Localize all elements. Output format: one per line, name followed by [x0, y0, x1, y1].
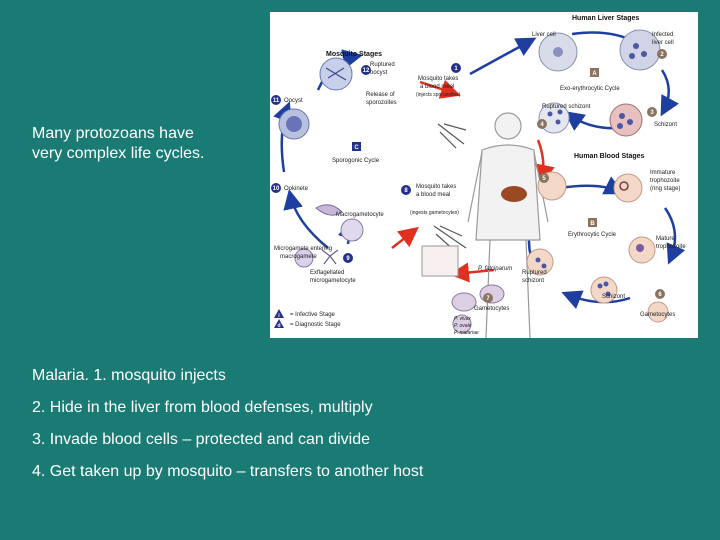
svg-text:1: 1	[454, 66, 458, 72]
liver-cell-drawing	[538, 32, 578, 72]
exo-cycle-label: Exo-erythrocytic Cycle	[560, 86, 620, 92]
macrogametocyte-label: Macrogametocyte	[336, 212, 384, 218]
svg-text:6: 6	[658, 292, 662, 298]
immature-trophozoite-label: (ring stage)	[650, 186, 680, 192]
svg-text:C: C	[354, 145, 359, 151]
marker-12: 12	[361, 65, 371, 75]
svg-text:3: 3	[650, 110, 654, 116]
infected-liver-cell-label: Infected	[652, 32, 673, 38]
svg-text:11: 11	[273, 98, 280, 104]
svg-text:5: 5	[542, 176, 546, 182]
liver-cell-label: Liver cell	[532, 32, 556, 38]
svg-text:4: 4	[540, 122, 544, 128]
marker-c: C	[352, 142, 361, 151]
legend-diagnostic-label: = Diagnostic Stage	[290, 322, 341, 328]
svg-text:7: 7	[486, 296, 490, 302]
human-figure	[467, 112, 549, 338]
intro-text: Many protozoans have very complex life c…	[32, 124, 262, 164]
ookinete-label: Ookinete	[284, 186, 309, 192]
blood-cell-drawings	[451, 171, 669, 334]
note-line: 4. Get taken up by mosquito – transfers …	[32, 463, 424, 480]
marker-11: 11	[271, 95, 281, 105]
marker-4: 4	[537, 119, 547, 129]
sporogonic-cycle-label: Sporogonic Cycle	[332, 158, 380, 164]
malaria-life-cycle-diagram: Human Liver Stages Mosquito Stages Human…	[270, 12, 698, 338]
marker-6: 6	[655, 289, 665, 299]
exflagellated-label: microgametocyte	[310, 278, 356, 284]
mosquito-icon	[437, 123, 467, 149]
marker-a: A	[590, 68, 599, 77]
marker-2: 2	[657, 49, 667, 59]
legend-infective-label: = Infective Stage	[290, 312, 336, 318]
mosquito-meal-label-2: a blood meal	[416, 192, 450, 198]
marker-1: 1	[451, 63, 461, 73]
legend-infective-marker: i	[274, 309, 284, 319]
liver-organ	[501, 186, 527, 202]
species-label: P. vivax	[454, 316, 471, 322]
erythrocytic-cycle-label: Erythrocytic Cycle	[568, 232, 617, 238]
mosquito-stages-title: Mosquito Stages	[326, 51, 382, 58]
note-line: Malaria. 1. mosquito injects	[32, 367, 226, 384]
gametocytes-label: Gametocytes	[640, 312, 675, 318]
note-line: 3. Invade blood cells – protected and ca…	[32, 431, 371, 448]
svg-text:2: 2	[660, 52, 664, 58]
mosquito-meal-label-2: (ingests gametocytes)	[410, 210, 459, 216]
svg-text:9: 9	[346, 256, 350, 262]
marker-b: B	[588, 218, 597, 227]
mosquito-meal-label: (injects sporozoites)	[416, 92, 461, 98]
mosquito-meal-label: Mosquito takes	[418, 76, 458, 82]
schizont-drawing	[609, 103, 643, 137]
svg-text:8: 8	[404, 188, 408, 194]
exflagellated-label: Exflagellated	[310, 270, 344, 276]
svg-text:A: A	[592, 71, 597, 77]
microgamete-label: macrogamete	[280, 254, 317, 260]
species-label: P. malariae	[454, 330, 479, 336]
marker-7: 7	[483, 293, 493, 303]
mosquito-meal-label-2: Mosquito takes	[416, 184, 456, 190]
svg-text:d: d	[277, 323, 280, 329]
release-sporozoites-label: sporozoites	[366, 100, 397, 106]
immature-trophozoite-label: Immature	[650, 170, 676, 176]
note-line: 2. Hide in the liver from blood defenses…	[32, 399, 373, 416]
svg-text:12: 12	[363, 68, 370, 74]
intro-line: very complex life cycles.	[32, 145, 205, 162]
schizont-label: Schizont	[654, 122, 677, 128]
mature-trophozoite-label: Mature	[656, 236, 675, 242]
ruptured-oocyst-label: Ruptured	[370, 62, 395, 68]
ruptured-schizont-label-2: schizont	[522, 278, 544, 284]
marker-8: 8	[401, 185, 411, 195]
infected-liver-cell-label: liver cell	[652, 40, 674, 46]
human-blood-stages-title: Human Blood Stages	[574, 153, 645, 160]
svg-text:i: i	[278, 313, 280, 319]
ruptured-schizont-label: Ruptured schizont	[542, 104, 591, 110]
ruptured-oocyst-label: oocyst	[370, 70, 388, 76]
notes-list: Malaria. 1. mosquito injects 2. Hide in …	[32, 366, 692, 494]
immature-trophozoite-label: trophozoite	[650, 178, 680, 184]
ruptured-schizont-label-2: Ruptured	[522, 270, 547, 276]
schizont-label-2: Schizont	[602, 294, 625, 300]
marker-3: 3	[647, 107, 657, 117]
p-falciparum-label: P. falciparum	[478, 266, 512, 272]
species-label: P. ovale	[454, 323, 472, 329]
mosquito-stage-drawings	[278, 57, 364, 268]
svg-text:B: B	[590, 221, 595, 227]
mature-trophozoite-label: trophozoite	[656, 244, 686, 250]
mosquito-meal-label: a blood meal	[420, 84, 454, 90]
marker-5: 5	[539, 173, 549, 183]
microgamete-label: Microgamete entering	[274, 246, 332, 252]
marker-10: 10	[271, 183, 281, 193]
intro-line: Many protozoans have	[32, 125, 194, 142]
human-liver-stages-title: Human Liver Stages	[572, 15, 639, 22]
infected-liver-cell-drawing	[619, 29, 661, 71]
gametocytes-label: Gametocytes	[474, 306, 509, 312]
diagram-canvas: Human Liver Stages Mosquito Stages Human…	[271, 15, 686, 338]
blood-smear-box	[421, 245, 459, 277]
legend-diagnostic-marker: d	[274, 319, 284, 329]
oocyst-label: Oocyst	[284, 98, 303, 104]
marker-9: 9	[343, 253, 353, 263]
release-sporozoites-label: Release of	[366, 92, 395, 98]
svg-text:10: 10	[273, 186, 280, 192]
